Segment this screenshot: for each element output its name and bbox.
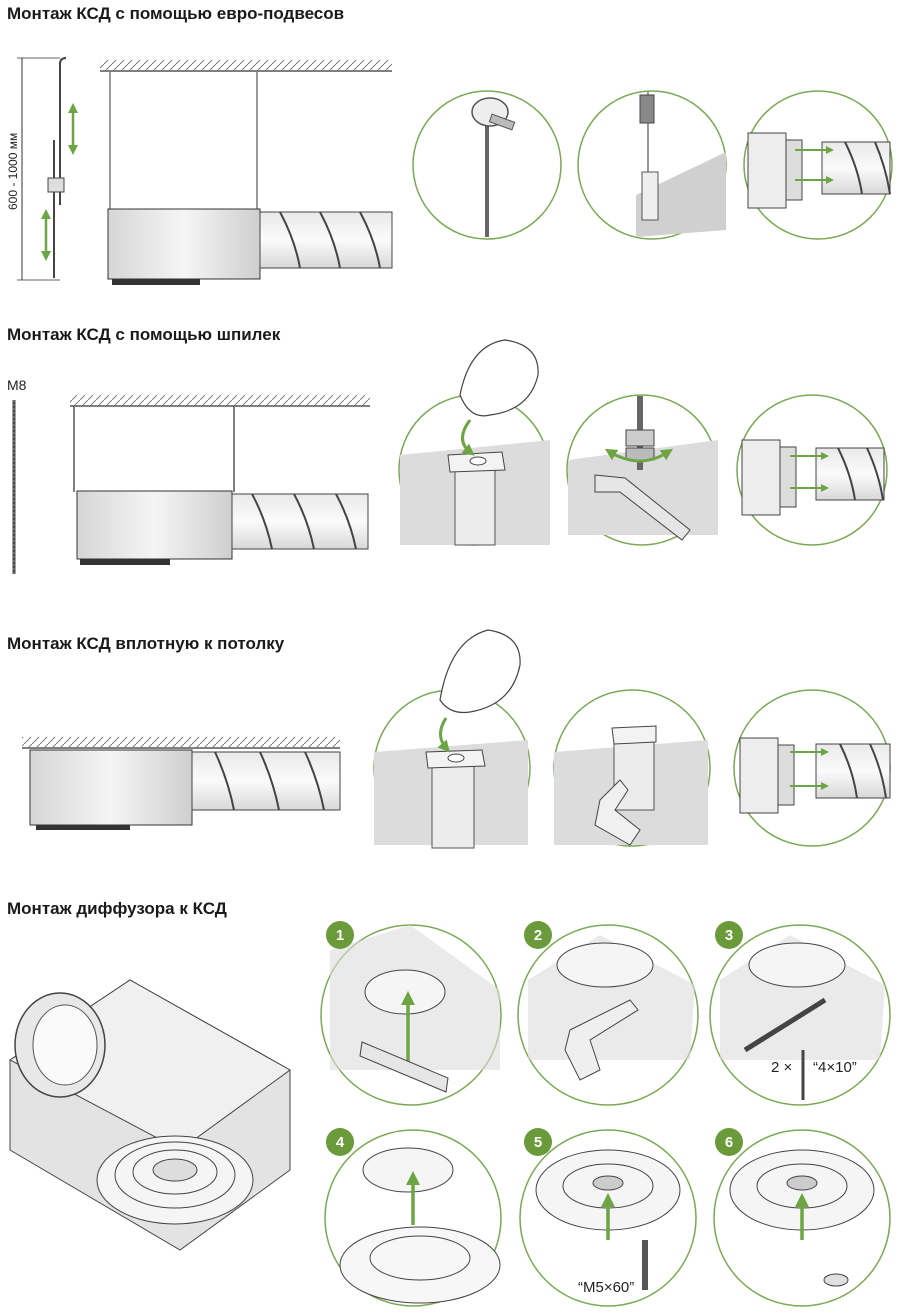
step-number: 6	[725, 1134, 733, 1151]
drill-icon	[594, 779, 641, 846]
section1-detail-plate	[577, 90, 727, 240]
section1-detail-hook	[412, 90, 562, 240]
step-badge	[326, 1128, 354, 1156]
ksd-box	[76, 490, 233, 560]
section-title-euro-hangers: Монтаж КСД с помощью евро-подвесов	[7, 4, 345, 23]
step1-detail	[320, 924, 502, 1106]
step2-detail	[517, 924, 699, 1106]
step-badge	[715, 921, 743, 949]
step3-detail: 2 × “4×10”	[709, 924, 891, 1106]
step-badge	[524, 1128, 552, 1156]
section3-detail-hand-plate	[373, 629, 531, 849]
drill-icon	[564, 999, 639, 1081]
stud-size-label: M8	[7, 377, 27, 393]
section2-detail-hand-plate	[398, 339, 550, 546]
section1-detail-duct	[743, 90, 893, 240]
step4-detail	[324, 1129, 502, 1307]
section1-main-drawing: 600 - 1000 мм	[6, 57, 393, 285]
hand-icon	[439, 629, 521, 714]
screw-count-label: 2 ×	[771, 1059, 792, 1076]
section3-detail-duct	[733, 689, 891, 847]
screw-spec-label: “4×10”	[813, 1059, 857, 1076]
spiral-duct	[259, 211, 393, 269]
step-number: 2	[534, 927, 542, 944]
step-number: 1	[336, 927, 344, 944]
section3-main-drawing	[22, 737, 341, 830]
hand-icon	[459, 339, 539, 417]
step-badge	[524, 921, 552, 949]
screwdriver-icon	[743, 997, 827, 1053]
dimension-line	[17, 57, 60, 281]
ksd-box	[29, 749, 193, 826]
wrench-icon	[594, 474, 691, 541]
spiral-duct	[231, 493, 369, 550]
section-title-diffuser: Монтаж диффузора к КСД	[7, 899, 227, 918]
ksd-box	[107, 208, 261, 280]
section-title-ceiling: Монтаж КСД вплотную к потолку	[7, 634, 285, 653]
section2-main-drawing: M8	[7, 377, 370, 574]
diffuser-rings	[96, 1135, 254, 1225]
step5-detail: “M5×60”	[519, 1129, 697, 1307]
step-badge	[326, 921, 354, 949]
section2-detail-duct	[736, 394, 888, 546]
hanger-clip	[47, 177, 65, 193]
step6-detail	[713, 1129, 891, 1307]
step-number: 5	[534, 1134, 542, 1151]
spiral-duct	[191, 751, 341, 811]
section3-detail-drill	[553, 689, 711, 847]
bolt-spec-label: “M5×60”	[578, 1279, 634, 1296]
step-number: 4	[336, 1134, 345, 1151]
hanger-length-label: 600 - 1000 мм	[6, 133, 20, 210]
step-badge	[715, 1128, 743, 1156]
section2-detail-wrench	[566, 394, 718, 546]
step-number: 3	[725, 927, 733, 944]
section-title-studs: Монтаж КСД с помощью шпилек	[7, 325, 281, 344]
section4-main-drawing	[9, 979, 291, 1251]
